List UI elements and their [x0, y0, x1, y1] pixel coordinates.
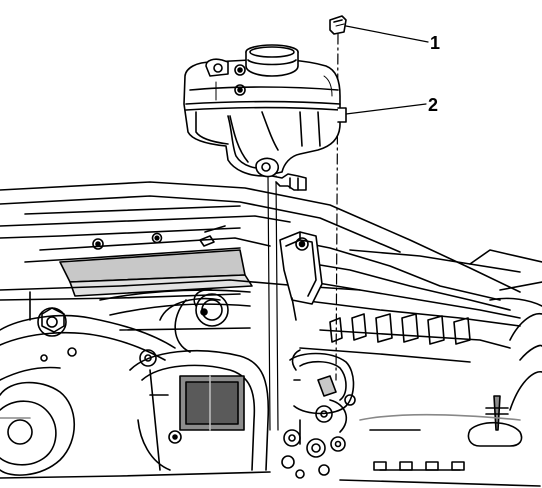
outlet-guide-line-left — [267, 175, 271, 431]
outlet-guide-line-right — [275, 175, 279, 431]
callout-number-1: 1 — [430, 33, 441, 53]
callout-number-2: 2 — [428, 95, 439, 115]
engine-compartment-structure — [0, 181, 542, 487]
callout-1-leader — [345, 25, 429, 43]
guide-lines — [267, 33, 339, 431]
retainer-clip — [329, 15, 347, 35]
coolant-reservoir — [183, 44, 347, 191]
callout-2-leader — [345, 103, 427, 115]
callout-leaders — [345, 25, 429, 115]
clip-guide-line — [335, 33, 339, 381]
